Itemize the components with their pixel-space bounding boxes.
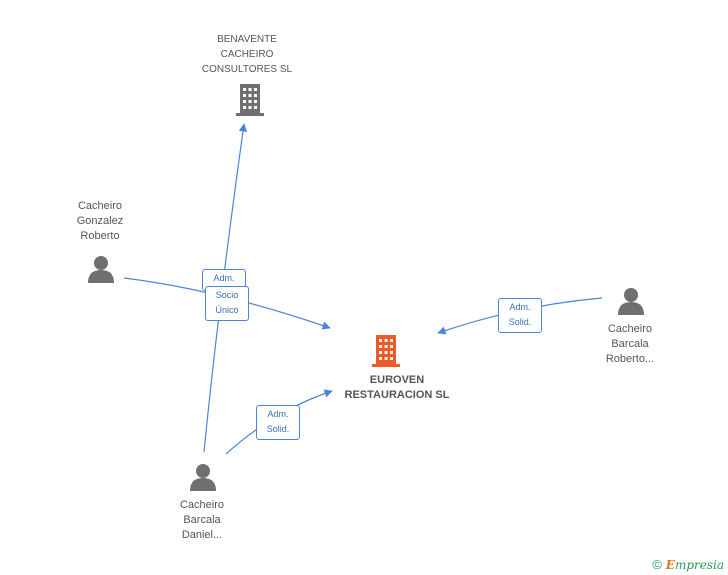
edge-label-line: Único [215,305,239,315]
edge-label-adm-solid[interactable]: Adm. Solid. [498,298,542,333]
label-line: Cacheiro [607,323,653,335]
brand-initial: E [665,557,675,572]
person-icon[interactable] [88,256,114,283]
label-line: Cacheiro [179,499,225,511]
node-label-benavente[interactable]: BENAVENTE CACHEIRO CONSULTORES SL [180,32,314,77]
label-line: EUROVEN [369,374,425,386]
edges [123,123,603,455]
label-line: Roberto... [605,353,655,365]
label-line: Daniel... [181,529,223,541]
label-line: Barcala [611,338,649,350]
label-line: Gonzalez [76,215,124,227]
copyright-symbol: © [652,557,662,572]
edge-label-line: Adm. [267,409,289,419]
building-icon[interactable] [372,335,400,367]
label-line: CONSULTORES SL [201,64,293,75]
person-icon[interactable] [618,288,644,315]
building-icon[interactable] [236,84,264,116]
node-label-roberto[interactable]: Cacheiro Barcala Roberto... [590,322,670,367]
label-line: Cacheiro [77,200,123,212]
person-icon[interactable] [190,464,216,491]
label-line: BENAVENTE [217,34,277,45]
footer-brand: © Empresia [652,557,724,572]
edge-label-line: Solid. [266,424,290,434]
edge-label-line: Adm. [213,273,235,283]
node-label-gonzalez[interactable]: Cacheiro Gonzalez Roberto [60,199,140,244]
node-label-euroven[interactable]: EUROVEN RESTAURACION SL [322,373,472,403]
edge-label-adm-solid[interactable]: Adm. Solid. [256,405,300,440]
brand-logo: Empresia [666,558,724,572]
edge-label-line: Solid. [508,317,532,327]
edge-label-line: Adm. [509,302,531,312]
label-line: Roberto [80,230,120,242]
label-line: RESTAURACION SL [344,389,450,401]
node-label-daniel[interactable]: Cacheiro Barcala Daniel... [162,498,242,543]
brand-rest: mpresia [674,557,724,572]
label-line: CACHEIRO [220,49,274,60]
label-line: Barcala [183,514,221,526]
edge-label-line: Socio [215,290,239,300]
edge-label-socio-unico[interactable]: Socio Único [205,286,249,321]
